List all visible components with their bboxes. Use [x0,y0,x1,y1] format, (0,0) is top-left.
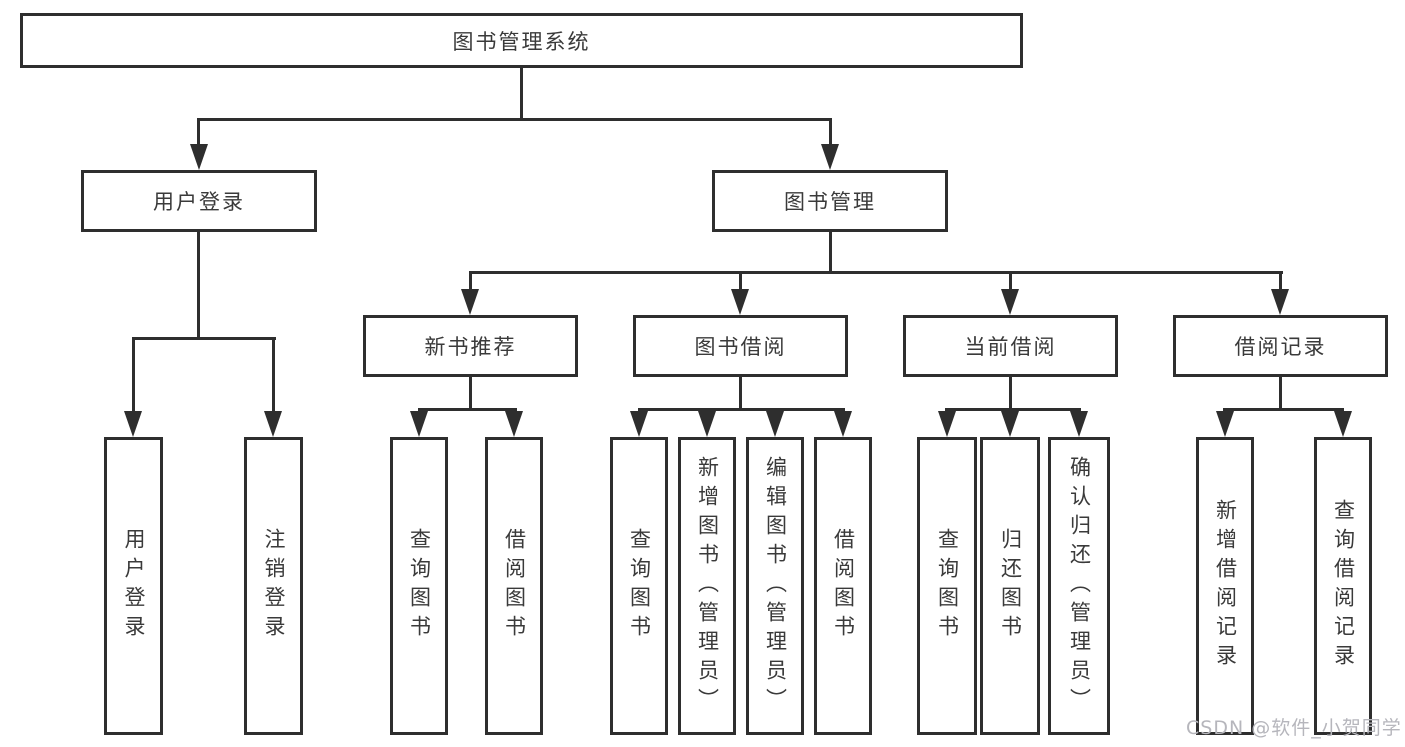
connector-records-stem [1279,271,1282,291]
connector-user-login-stem [197,118,200,146]
arrow-down-icon [834,411,852,437]
leaf-borrow-books-recommend-label: 借阅图书 [502,528,527,644]
node-borrow-records-label: 借阅记录 [1234,335,1327,359]
arrow-down-icon [264,411,282,437]
connector-groupA-hline [418,408,517,411]
connector-leaf-user-login-stem [132,337,135,411]
leaf-add-books-admin: 新增图书（管理员） [678,437,736,735]
arrow-down-icon [731,289,749,315]
connector-groupD-hline [1223,408,1344,411]
leaf-query-books-current: 查询图书 [917,437,977,735]
connector-borrow-stem [739,271,742,291]
arrow-down-icon [1070,411,1088,437]
arrow-down-icon [461,289,479,315]
leaf-user-login: 用户登录 [104,437,163,735]
arrow-down-icon [766,411,784,437]
leaf-query-books-current-label: 查询图书 [935,528,960,644]
node-book-management-label: 图书管理 [784,190,876,214]
node-new-book-recommend-label: 新书推荐 [424,335,517,359]
node-user-login: 用户登录 [81,170,317,232]
node-new-book-recommend: 新书推荐 [363,315,578,377]
leaf-borrow-books-label: 借阅图书 [831,528,856,644]
connector-recommend-stem [469,271,472,291]
leaf-logout: 注销登录 [244,437,303,735]
node-book-management: 图书管理 [712,170,948,232]
leaf-borrow-books: 借阅图书 [814,437,872,735]
leaf-return-books: 归还图书 [980,437,1040,735]
arrow-down-icon [1001,411,1019,437]
arrow-down-icon [124,411,142,437]
arrow-down-icon [1001,289,1019,315]
leaf-query-books-borrow-label: 查询图书 [627,528,652,644]
connector-user-subtree-stem [197,232,200,337]
connector-mgmt-subtree-stem [829,232,832,271]
connector-root-stem [520,68,523,118]
arrow-down-icon [1271,289,1289,315]
leaf-query-books-borrow: 查询图书 [610,437,668,735]
leaf-add-books-admin-label: 新增图书（管理员） [695,455,720,717]
arrow-down-icon [698,411,716,437]
connector-current-stem [1009,271,1012,291]
connector-groupC-hline [945,408,1081,411]
node-book-borrow-label: 图书借阅 [694,335,787,359]
connector-level1-hline [197,118,832,121]
connector-groupB-hline [638,408,845,411]
connector-groupC-stem [1009,377,1012,408]
connector-groupB-stem [739,377,742,408]
watermark: CSDN @软件_小贺同学 [1186,717,1402,739]
arrow-down-icon [410,411,428,437]
arrow-down-icon [505,411,523,437]
leaf-edit-books-admin: 编辑图书（管理员） [746,437,804,735]
arrow-down-icon [938,411,956,437]
leaf-confirm-return-admin: 确认归还（管理员） [1048,437,1110,735]
leaf-edit-books-admin-label: 编辑图书（管理员） [763,455,788,717]
connector-leaf-logout-stem [272,337,275,411]
node-library-system-label: 图书管理系统 [452,29,591,54]
leaf-borrow-books-recommend: 借阅图书 [485,437,543,735]
leaf-query-borrow-record-label: 查询借阅记录 [1331,499,1356,673]
arrow-down-icon [821,144,839,170]
leaf-confirm-return-admin-label: 确认归还（管理员） [1067,455,1092,717]
connector-book-mgmt-stem [829,118,832,146]
node-library-system: 图书管理系统 [20,13,1023,68]
connector-groupD-stem [1279,377,1282,408]
node-current-borrow: 当前借阅 [903,315,1118,377]
leaf-query-books-recommend-label: 查询图书 [407,528,432,644]
node-user-login-label: 用户登录 [153,190,245,214]
node-current-borrow-label: 当前借阅 [964,335,1057,359]
leaf-query-borrow-record: 查询借阅记录 [1314,437,1372,735]
leaf-return-books-label: 归还图书 [998,528,1023,644]
leaf-query-books-recommend: 查询图书 [390,437,448,735]
leaf-user-login-label: 用户登录 [122,528,147,644]
leaf-logout-label: 注销登录 [262,528,287,644]
arrow-down-icon [1334,411,1352,437]
connector-level3-hline [469,271,1283,274]
arrow-down-icon [1216,411,1234,437]
leaf-add-borrow-record: 新增借阅记录 [1196,437,1254,735]
connector-user-subtree-hline [132,337,276,340]
arrow-down-icon [630,411,648,437]
node-borrow-records: 借阅记录 [1173,315,1388,377]
arrow-down-icon [190,144,208,170]
connector-groupA-stem [469,377,472,408]
node-book-borrow: 图书借阅 [633,315,848,377]
leaf-add-borrow-record-label: 新增借阅记录 [1213,499,1238,673]
